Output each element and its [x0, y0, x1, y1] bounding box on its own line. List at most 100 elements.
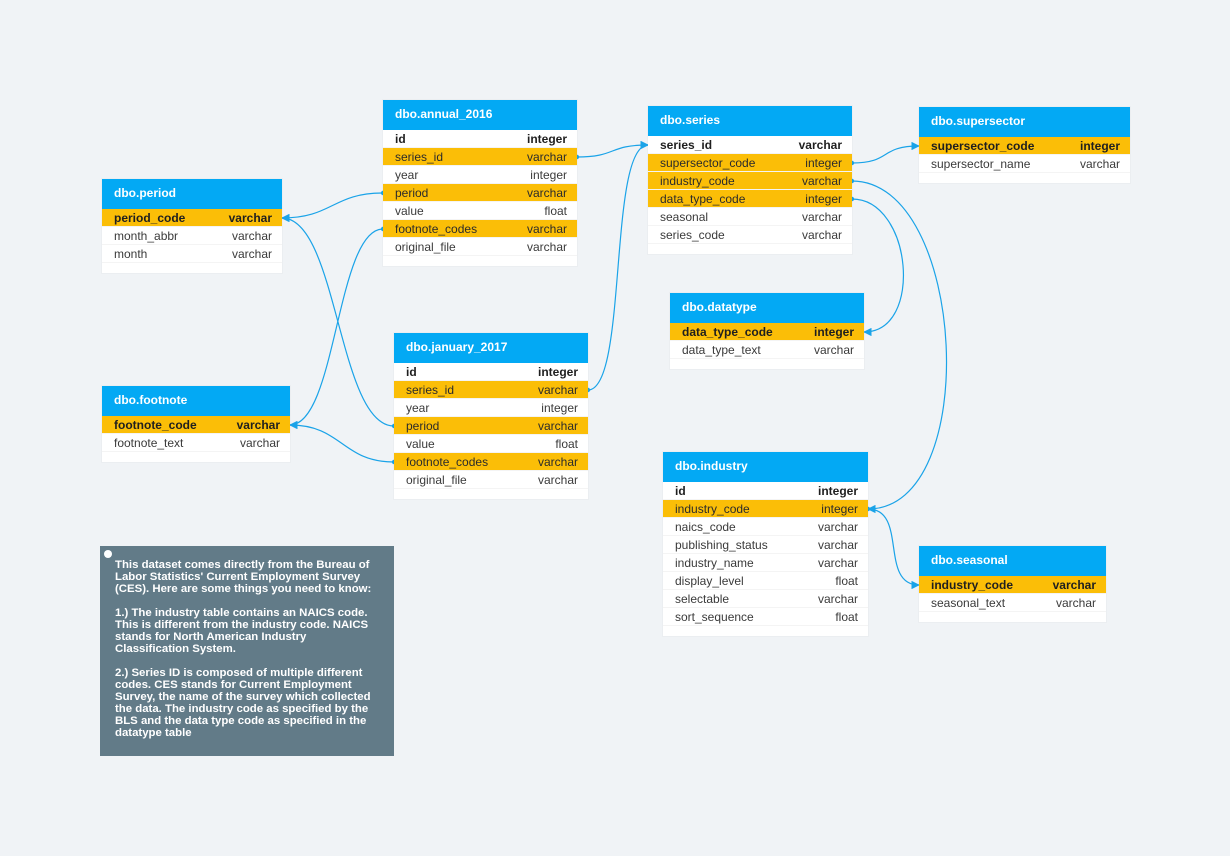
column-name: industry_name — [675, 556, 754, 570]
column-name: industry_code — [675, 502, 750, 516]
column-type: varchar — [537, 419, 578, 433]
table-title[interactable]: dbo.annual_2016 — [383, 100, 577, 130]
column-name: data_type_text — [682, 343, 761, 357]
column-name: original_file — [406, 473, 467, 487]
table-title[interactable]: dbo.period — [102, 179, 282, 209]
column-type: varchar — [1055, 596, 1096, 610]
column-type: varchar — [526, 222, 567, 236]
column-name: industry_code — [931, 578, 1014, 592]
column-type: integer — [805, 156, 842, 170]
note-card[interactable]: This dataset comes directly from the Bur… — [100, 546, 394, 756]
column-name: period — [406, 419, 440, 433]
column-row-industry-code[interactable]: industry_code integer — [663, 500, 868, 518]
relation-link-10[interactable] — [867, 508, 920, 590]
column-type: integer — [821, 502, 858, 516]
column-name: value — [406, 437, 435, 451]
relation-link-2[interactable] — [587, 140, 649, 391]
table-footer — [102, 263, 282, 273]
column-type: varchar — [817, 592, 858, 606]
relation-link-5[interactable] — [289, 228, 384, 430]
relation-link-3[interactable] — [281, 192, 384, 223]
column-name: series_code — [660, 228, 725, 242]
column-type: varchar — [813, 343, 854, 357]
table-title[interactable]: dbo.industry — [663, 452, 868, 482]
table-title[interactable]: dbo.supersector — [919, 107, 1130, 137]
table-footer — [102, 452, 290, 462]
column-type: varchar — [236, 418, 280, 432]
column-type: integer — [813, 325, 854, 339]
table-title[interactable]: dbo.january_2017 — [394, 333, 588, 363]
relation-link-4[interactable] — [281, 213, 395, 427]
table-title[interactable]: dbo.footnote — [102, 386, 290, 416]
table-title[interactable]: dbo.series — [648, 106, 852, 136]
relation-link-6[interactable] — [289, 420, 395, 463]
column-name: footnote_codes — [406, 455, 489, 469]
table-title[interactable]: dbo.datatype — [670, 293, 864, 323]
column-type: varchar — [798, 138, 842, 152]
table-title[interactable]: dbo.seasonal — [919, 546, 1106, 576]
column-type: varchar — [526, 240, 567, 254]
column-row-period[interactable]: period varchar — [394, 417, 588, 435]
column-row-data-type-text[interactable]: data_type_text varchar — [670, 341, 864, 359]
column-name: value — [395, 204, 424, 218]
table-footer — [663, 626, 868, 636]
column-type: float — [544, 204, 567, 218]
column-row-series-code[interactable]: series_code varchar — [648, 226, 852, 244]
column-row-industry-code[interactable]: industry_code varchar — [919, 576, 1106, 594]
column-row-value[interactable]: value float — [383, 202, 577, 220]
relation-link-7[interactable] — [851, 141, 920, 164]
column-type: varchar — [801, 228, 842, 242]
note-handle-icon[interactable] — [104, 550, 112, 558]
column-type: varchar — [1052, 578, 1096, 592]
column-name: period — [395, 186, 429, 200]
column-type: varchar — [239, 436, 280, 450]
table-footer — [919, 173, 1130, 183]
relation-link-1[interactable] — [576, 140, 649, 158]
column-type: varchar — [817, 538, 858, 552]
column-name: month — [114, 247, 148, 261]
